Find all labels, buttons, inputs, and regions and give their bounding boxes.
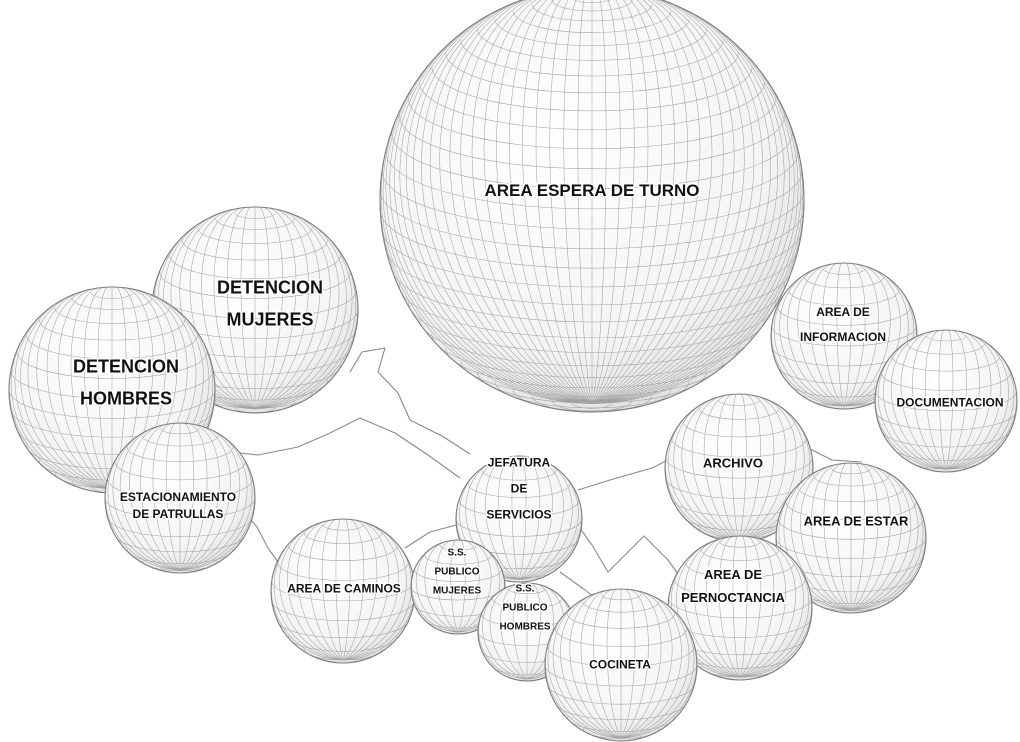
sphere-area-espera-de-turno: AREA ESPERA DE TURNO <box>379 0 805 413</box>
sphere-ss-publico-mujeres: S.S. PUBLICO MUJERES <box>410 539 506 635</box>
connector-jefatura-de-servicios-to-area-de-pernoctancia <box>573 519 687 586</box>
sphere-body <box>411 540 505 634</box>
sphere-outline <box>544 588 698 742</box>
sphere-body <box>668 536 812 680</box>
sphere-area-de-estar: AREA DE ESTAR <box>775 462 927 614</box>
sphere-body <box>665 394 813 542</box>
sphere-label: AREA DE <box>816 305 870 319</box>
sphere-label: INFORMACION <box>800 330 886 344</box>
sphere-label: HOMBRES <box>499 622 550 633</box>
sphere-label: MUJERES <box>433 586 482 597</box>
sphere-outline <box>379 0 805 413</box>
sphere-documentacion: DOCUMENTACION <box>874 329 1018 473</box>
sphere-label: AREA ESPERA DE TURNO <box>484 181 699 200</box>
sphere-outline <box>104 422 256 574</box>
sphere-label: COCINETA <box>589 657 651 671</box>
sphere-label: AREA DE ESTAR <box>804 514 909 529</box>
connector-archivo-to-area-de-estar <box>807 447 863 463</box>
sphere-label: MUJERES <box>226 310 313 330</box>
connector-detencion-mujeres-to-jefatura-de-servicios <box>349 347 471 455</box>
sphere-label: PUBLICO <box>503 603 548 614</box>
sphere-label: DE PATRULLAS <box>133 507 224 521</box>
sphere-outline <box>410 539 506 635</box>
sphere-label: PERNOCTANCIA <box>681 590 785 605</box>
sphere-area-de-caminos: AREA DE CAMINOS <box>270 518 416 664</box>
sphere-label: DOCUMENTACION <box>896 395 1003 409</box>
sphere-label: ARCHIVO <box>703 456 763 471</box>
sphere-outline <box>455 455 583 583</box>
sphere-label: DE <box>511 481 528 495</box>
nodes-layer: AREA ESPERA DE TURNO DETENCION MUJERES DETE… <box>8 0 1018 742</box>
sphere-body <box>271 519 415 663</box>
connector-detencion-hombres-to-jefatura-de-servicios <box>214 417 461 479</box>
sphere-label: PUBLICO <box>435 567 480 578</box>
sphere-label: ESTACIONAMIENTO <box>120 490 236 504</box>
sphere-cocineta: COCINETA <box>544 588 698 742</box>
sphere-label: S.S. <box>448 548 467 559</box>
sphere-body <box>875 330 1017 472</box>
sphere-estacionamiento-de-patrullas: ESTACIONAMIENTO DE PATRULLAS <box>104 422 256 574</box>
sphere-label: AREA DE CAMINOS <box>287 581 401 595</box>
sphere-archivo: ARCHIVO <box>664 393 814 543</box>
sphere-label: S.S. <box>516 584 535 595</box>
sphere-outline <box>874 329 1018 473</box>
sphere-outline <box>775 462 927 614</box>
sphere-label: DETENCION <box>73 357 179 377</box>
sphere-label: HOMBRES <box>80 389 172 409</box>
sphere-label: DETENCION <box>217 278 323 298</box>
connector-jefatura-de-servicios-to-archivo <box>577 459 669 491</box>
sphere-label: AREA DE <box>704 567 762 582</box>
sphere-mesh <box>379 0 805 413</box>
sphere-label: SERVICIOS <box>486 507 551 521</box>
sphere-label: JEFATURA <box>488 455 551 469</box>
connector-area-de-caminos-to-jefatura-de-servicios <box>404 523 461 549</box>
